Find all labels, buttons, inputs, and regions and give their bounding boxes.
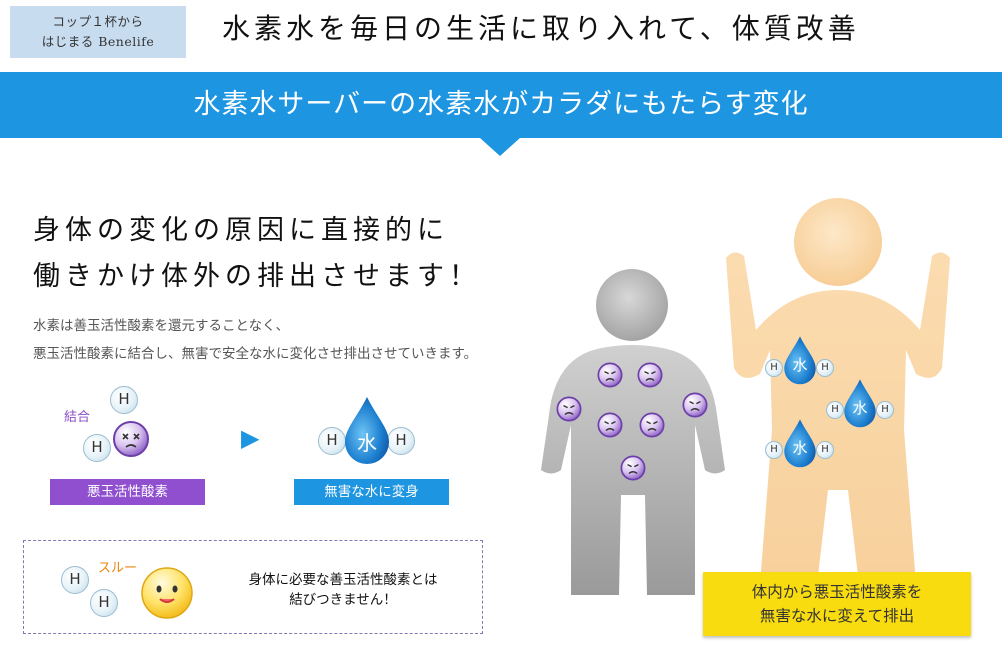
bad-oxygen-tag: 悪玉活性酸素 xyxy=(50,479,205,505)
good-oxygen-face-icon xyxy=(141,567,193,619)
pass-text-line-1: 身体に必要な善玉活性酸素とは xyxy=(248,572,438,588)
pass-text: 身体に必要な善玉活性酸素とは 結びつきません！ xyxy=(229,570,457,610)
bad-oxygen-face-icon xyxy=(556,396,582,422)
water-drop-label: 水 xyxy=(357,431,377,455)
hydrogen-atom: H xyxy=(816,441,834,459)
hydrogen-atom: H xyxy=(110,386,138,414)
water-drop-label: 水 xyxy=(792,356,808,374)
page-headline: 水素水を毎日の生活に取り入れて、体質改善 xyxy=(222,12,860,45)
intro-desc-line-2: 悪玉活性酸素に結合し、無害で安全な水に変化させ排出させていきます。 xyxy=(33,346,478,362)
banner xyxy=(0,72,1002,162)
gray-body-illustration xyxy=(541,269,725,595)
badge-line-2: はじまる Benelife xyxy=(41,34,155,49)
hydrogen-atom: H xyxy=(387,427,415,455)
water-drop-label: 水 xyxy=(792,439,808,457)
banner-shape xyxy=(0,72,1002,156)
hydrogen-atom: H xyxy=(765,359,783,377)
bad-oxygen-face-icon xyxy=(682,392,708,418)
bad-oxygen-face-icon xyxy=(639,412,665,438)
water-drop-icon xyxy=(345,397,389,464)
intro-heading-line-1: 身体の変化の原因に直接的に xyxy=(33,215,449,246)
hydrogen-atom: H xyxy=(816,359,834,377)
water-drop-icon xyxy=(844,379,876,428)
water-drop-label: 水 xyxy=(852,399,868,417)
bad-oxygen-face-icon xyxy=(620,455,646,481)
bad-oxygen-face-icon xyxy=(597,412,623,438)
bind-label: 結合 xyxy=(64,410,91,425)
hydrogen-atom: H xyxy=(83,434,111,462)
bad-oxygen-face-icon xyxy=(597,362,623,388)
hydrogen-atom: H xyxy=(765,441,783,459)
pass-label: スルー xyxy=(98,561,138,576)
intro-desc-line-1: 水素は善玉活性酸素を還元することなく、 xyxy=(33,318,290,334)
bad-oxygen-face-icon xyxy=(113,421,149,457)
water-drop-icon xyxy=(784,419,816,468)
water-drop-icon xyxy=(784,336,816,385)
arrow-right-icon: ▶ xyxy=(241,424,260,452)
hydrogen-atom: H xyxy=(61,566,89,594)
result-box: 体内から悪玉活性酸素を 無害な水に変えて排出 xyxy=(703,572,971,636)
water-tag: 無害な水に変身 xyxy=(294,479,449,505)
result-line-1: 体内から悪玉活性酸素を xyxy=(751,583,923,601)
pass-text-line-2: 結びつきません！ xyxy=(289,592,397,608)
healthy-body-illustration xyxy=(726,198,950,610)
result-line-2: 無害な水に変えて排出 xyxy=(759,607,915,625)
pass-through-box xyxy=(23,540,483,634)
hydrogen-atom: H xyxy=(876,401,894,419)
intro-heading-line-2: 働きかけ体外の排出させます！ xyxy=(33,261,481,292)
badge-line-1: コップ１杯から xyxy=(52,14,144,29)
hydrogen-atom: H xyxy=(90,589,118,617)
banner-title: 水素水サーバーの水素水がカラダにもたらす変化 xyxy=(193,89,809,120)
brand-badge: コップ１杯から はじまる Benelife xyxy=(10,6,186,58)
hydrogen-atom: H xyxy=(826,401,844,419)
bad-oxygen-face-icon xyxy=(637,362,663,388)
